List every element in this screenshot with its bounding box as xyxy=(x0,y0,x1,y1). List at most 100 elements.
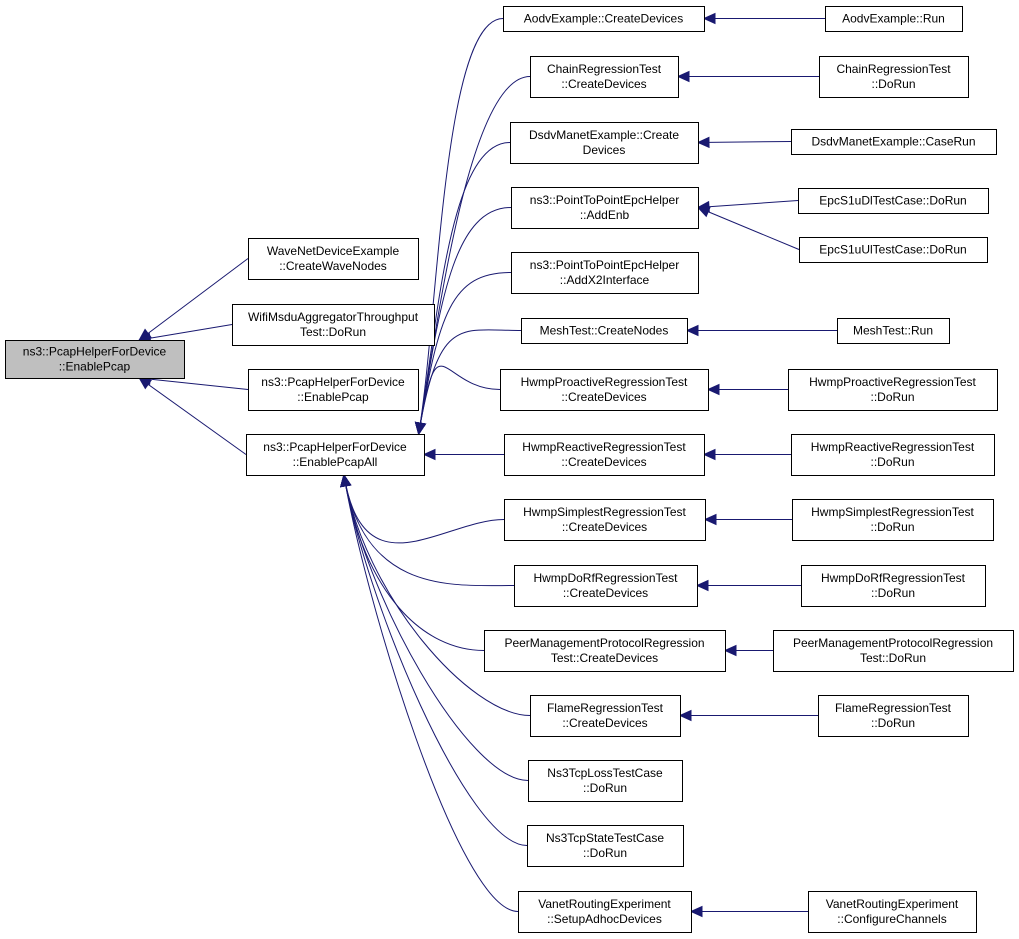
node-hwmpreactive-dorun-label-1: ::DoRun xyxy=(870,455,914,469)
arrowhead-29 xyxy=(723,644,737,657)
edge-line-2 xyxy=(139,377,249,390)
edge-vanet-to-enablepcapall xyxy=(340,473,519,912)
node-pcaphelper-enablepcapall-box xyxy=(246,434,425,476)
edge-line-4 xyxy=(418,18,504,435)
arrowhead-27 xyxy=(703,513,717,526)
node-p2pepc-addenb-label-1: ::AddEnb xyxy=(580,208,630,222)
edge-line-6 xyxy=(418,142,511,435)
node-hwmpsimplest-createdevices-label-1: ::CreateDevices xyxy=(562,520,647,534)
node-peermanagement-dorun[interactable]: PeerManagementProtocolRegressionTest::Do… xyxy=(773,630,1014,672)
node-wifimsdu-dorun-box xyxy=(232,304,435,346)
node-p2pepc-addx2interface-label-1: ::AddX2Interface xyxy=(560,273,650,287)
node-flame-createdevices[interactable]: FlameRegressionTest::CreateDevices xyxy=(530,695,681,737)
node-hwmpproactive-dorun[interactable]: HwmpProactiveRegressionTest::DoRun xyxy=(788,369,998,411)
node-hwmpreactive-createdevices[interactable]: HwmpReactiveRegressionTest::CreateDevice… xyxy=(504,434,705,476)
node-pcaphelper-enablepcap-overload[interactable]: ns3::PcapHelperForDevice::EnablePcap xyxy=(248,369,419,411)
node-pcaphelper-enablepcap-overload-label-0: ns3::PcapHelperForDevice xyxy=(261,375,405,389)
node-epcs1udl-dorun-label-0: EpcS1uDlTestCase::DoRun xyxy=(819,194,966,208)
node-p2pepc-addx2interface[interactable]: ns3::PointToPointEpcHelper::AddX2Interfa… xyxy=(511,252,699,294)
edge-line-1 xyxy=(139,324,233,341)
node-vanet-configurechannels-label-1: ::ConfigureChannels xyxy=(837,912,946,926)
node-chain-createdevices[interactable]: ChainRegressionTest::CreateDevices xyxy=(530,56,679,98)
node-pcaphelper-enablepcap-overload-label-1: ::EnablePcap xyxy=(297,390,369,404)
edge-hwmpreact-to-enablepcapall xyxy=(422,448,504,461)
edge-line-13 xyxy=(343,474,515,587)
node-flame-dorun-label-1: ::DoRun xyxy=(871,716,915,730)
node-hwmpdorf-dorun[interactable]: HwmpDoRfRegressionTest::DoRun xyxy=(801,565,986,607)
node-tcploss-dorun-box xyxy=(528,760,683,802)
node-dsdv-createdevices-label-1: Devices xyxy=(583,143,626,157)
node-wavenet-createwavenodes[interactable]: WaveNetDeviceExample::CreateWaveNodes xyxy=(248,238,419,280)
node-vanet-setupadhocdevices-label-0: VanetRoutingExperiment xyxy=(538,897,671,911)
edge-line-16 xyxy=(343,474,529,781)
edge-hwmpproactrun-to-hwmpproact xyxy=(706,383,788,396)
node-tcpstate-dorun-label-0: Ns3TcpStateTestCase xyxy=(546,831,664,845)
edge-line-3 xyxy=(138,377,247,455)
node-flame-dorun[interactable]: FlameRegressionTest::DoRun xyxy=(818,695,969,737)
node-wavenet-createwavenodes-box xyxy=(248,238,419,280)
arrowhead-10 xyxy=(414,421,427,436)
node-hwmpdorf-createdevices[interactable]: HwmpDoRfRegressionTest::CreateDevices xyxy=(514,565,698,607)
node-hwmpdorf-dorun-label-0: HwmpDoRfRegressionTest xyxy=(821,571,966,585)
node-pcaphelper-enablepcapall-label-0: ns3::PcapHelperForDevice xyxy=(263,440,407,454)
node-mesh-createnodes[interactable]: MeshTest::CreateNodes xyxy=(521,318,688,344)
node-tcploss-dorun[interactable]: Ns3TcpLossTestCase::DoRun xyxy=(528,760,683,802)
arrowhead-23 xyxy=(696,206,711,218)
node-aodv-run[interactable]: AodvExample::Run xyxy=(825,6,963,32)
node-tcploss-dorun-label-1: ::DoRun xyxy=(583,781,627,795)
edge-meshrun-to-meshcreate xyxy=(685,324,837,337)
edge-line-18 xyxy=(343,474,519,912)
edge-enablepcapall-to-enablepcap xyxy=(138,377,247,455)
edge-line-22 xyxy=(697,200,799,208)
node-hwmpproactive-createdevices[interactable]: HwmpProactiveRegressionTest::CreateDevic… xyxy=(500,369,709,411)
node-hwmpsimplest-createdevices[interactable]: HwmpSimplestRegressionTest::CreateDevice… xyxy=(504,499,706,541)
node-tcploss-dorun-label-0: Ns3TcpLossTestCase xyxy=(547,766,663,780)
edge-hwmpdorfrun-to-hwmpdorf xyxy=(695,579,801,592)
node-mesh-run[interactable]: MeshTest::Run xyxy=(837,318,950,344)
node-epcs1uul-dorun[interactable]: EpcS1uUlTestCase::DoRun xyxy=(799,237,988,263)
node-p2pepc-addenb[interactable]: ns3::PointToPointEpcHelper::AddEnb xyxy=(511,187,699,229)
node-peermanagement-createdevices[interactable]: PeerManagementProtocolRegressionTest::Cr… xyxy=(484,630,726,672)
node-mesh-run-label-0: MeshTest::Run xyxy=(853,324,933,338)
node-dsdv-createdevices-box xyxy=(510,122,699,164)
arrowhead-24 xyxy=(685,324,699,337)
node-hwmpreactive-createdevices-box xyxy=(504,434,705,476)
node-hwmpsimplest-dorun[interactable]: HwmpSimplestRegressionTest::DoRun xyxy=(792,499,994,541)
edge-hwmpproact-to-enablepcapall xyxy=(414,365,501,436)
node-vanet-setupadhocdevices[interactable]: VanetRoutingExperiment::SetupAdhocDevice… xyxy=(518,891,692,933)
node-dsdv-createdevices[interactable]: DsdvManetExample::CreateDevices xyxy=(510,122,699,164)
node-pcaphelper-enablepcap-overload-box xyxy=(248,369,419,411)
arrowhead-31 xyxy=(689,905,703,918)
node-vanet-configurechannels-label-0: VanetRoutingExperiment xyxy=(826,897,959,911)
edge-hwmpsimp-to-enablepcapall xyxy=(340,473,505,544)
node-epcs1udl-dorun[interactable]: EpcS1uDlTestCase::DoRun xyxy=(798,188,989,214)
node-tcpstate-dorun[interactable]: Ns3TcpStateTestCase::DoRun xyxy=(527,825,684,867)
node-hwmpreactive-createdevices-label-1: ::CreateDevices xyxy=(561,455,646,469)
node-mesh-createnodes-box xyxy=(521,318,688,344)
node-p2pepc-addx2interface-box xyxy=(511,252,699,294)
edge-peermgmtrun-to-peermgmt xyxy=(723,644,773,657)
node-mesh-createnodes-label-0: MeshTest::CreateNodes xyxy=(540,324,669,338)
node-chain-dorun[interactable]: ChainRegressionTest::DoRun xyxy=(819,56,969,98)
arrowhead-30 xyxy=(678,709,692,722)
node-p2pepc-addx2interface-label-0: ns3::PointToPointEpcHelper xyxy=(530,258,679,272)
node-hwmpproactive-dorun-label-0: HwmpProactiveRegressionTest xyxy=(809,375,976,389)
node-pcaphelper-enablepcap[interactable]: ns3::PcapHelperForDevice::EnablePcap xyxy=(5,340,185,379)
node-dsdv-caserun[interactable]: DsdvManetExample::CaseRun xyxy=(791,129,997,155)
node-vanet-configurechannels[interactable]: VanetRoutingExperiment::ConfigureChannel… xyxy=(808,891,977,933)
node-pcaphelper-enablepcap-box xyxy=(5,340,185,379)
node-hwmpreactive-dorun[interactable]: HwmpReactiveRegressionTest::DoRun xyxy=(791,434,995,476)
node-aodv-createdevices[interactable]: AodvExample::CreateDevices xyxy=(503,6,705,32)
node-chain-dorun-label-0: ChainRegressionTest xyxy=(836,62,951,76)
node-pcaphelper-enablepcapall[interactable]: ns3::PcapHelperForDevice::EnablePcapAll xyxy=(246,434,425,476)
edge-p2paddx2-to-enablepcapall xyxy=(414,272,512,436)
node-peermanagement-createdevices-label-0: PeerManagementProtocolRegression xyxy=(504,636,704,650)
node-aodv-createdevices-box xyxy=(503,6,705,32)
node-peermanagement-dorun-label-1: Test::DoRun xyxy=(860,651,926,665)
node-tcpstate-dorun-label-1: ::DoRun xyxy=(583,846,627,860)
edge-line-10 xyxy=(418,365,501,435)
node-peermanagement-dorun-label-0: PeerManagementProtocolRegression xyxy=(793,636,993,650)
node-hwmpreactive-createdevices-label-0: HwmpReactiveRegressionTest xyxy=(522,440,686,454)
